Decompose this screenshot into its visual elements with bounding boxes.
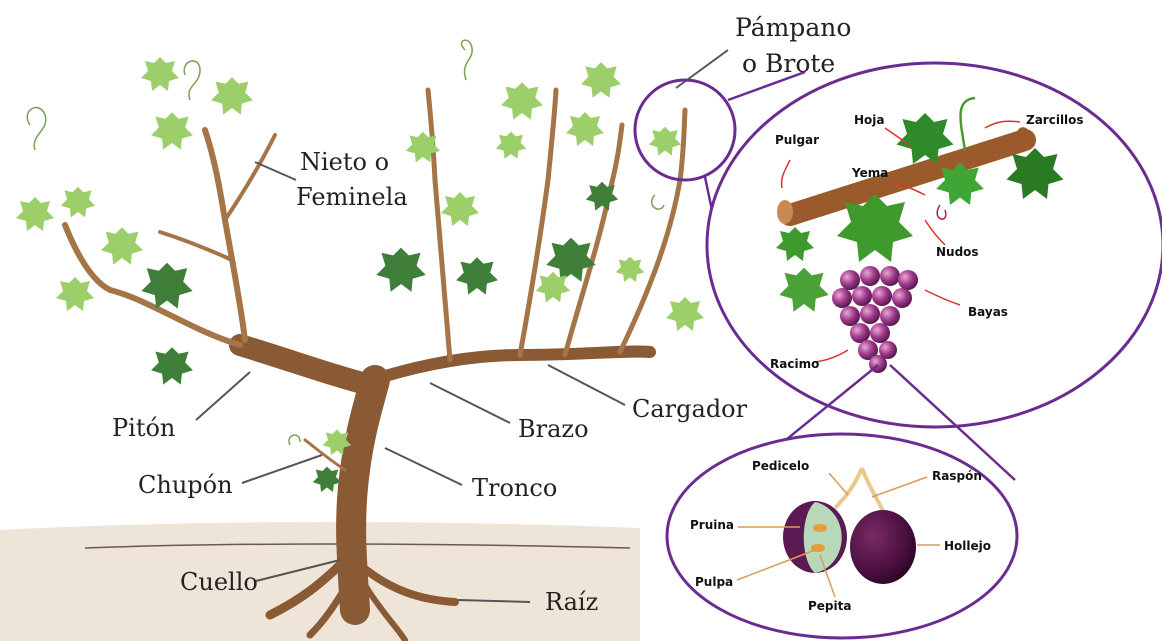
label-nieto: Nieto o: [300, 148, 389, 176]
label-pruina: Pruina: [690, 518, 734, 532]
label-pedicelo: Pedicelo: [752, 459, 809, 473]
label-nudos: Nudos: [936, 245, 979, 259]
label-cuello: Cuello: [180, 568, 258, 596]
label-raiz: Raíz: [545, 588, 598, 616]
label-cargador: Cargador: [632, 395, 748, 423]
label-hollejo: Hollejo: [944, 539, 991, 553]
label-brazo: Brazo: [518, 415, 589, 443]
label-racimo: Racimo: [770, 357, 819, 371]
label-tronco: Tronco: [472, 474, 557, 502]
shoot-detail-ellipse: [707, 63, 1162, 427]
vine-leader-lines: [196, 50, 728, 602]
label-pulgar: Pulgar: [775, 133, 819, 147]
label-bayas: Bayas: [968, 305, 1008, 319]
whole-berry: [850, 510, 916, 584]
label-feminela: Feminela: [296, 183, 408, 211]
label-pepita: Pepita: [808, 599, 851, 613]
label-pampano: Pámpano: [735, 13, 851, 42]
label-zarcillos: Zarcillos: [1026, 113, 1084, 127]
label-yema: Yema: [851, 166, 888, 180]
label-chupon: Chupón: [138, 471, 233, 499]
label-raspon: Raspón: [932, 469, 982, 483]
label-o-brote: o Brote: [742, 49, 835, 78]
label-hoja: Hoja: [854, 113, 885, 127]
label-pulpa: Pulpa: [695, 575, 733, 589]
label-piton: Pitón: [112, 414, 175, 442]
